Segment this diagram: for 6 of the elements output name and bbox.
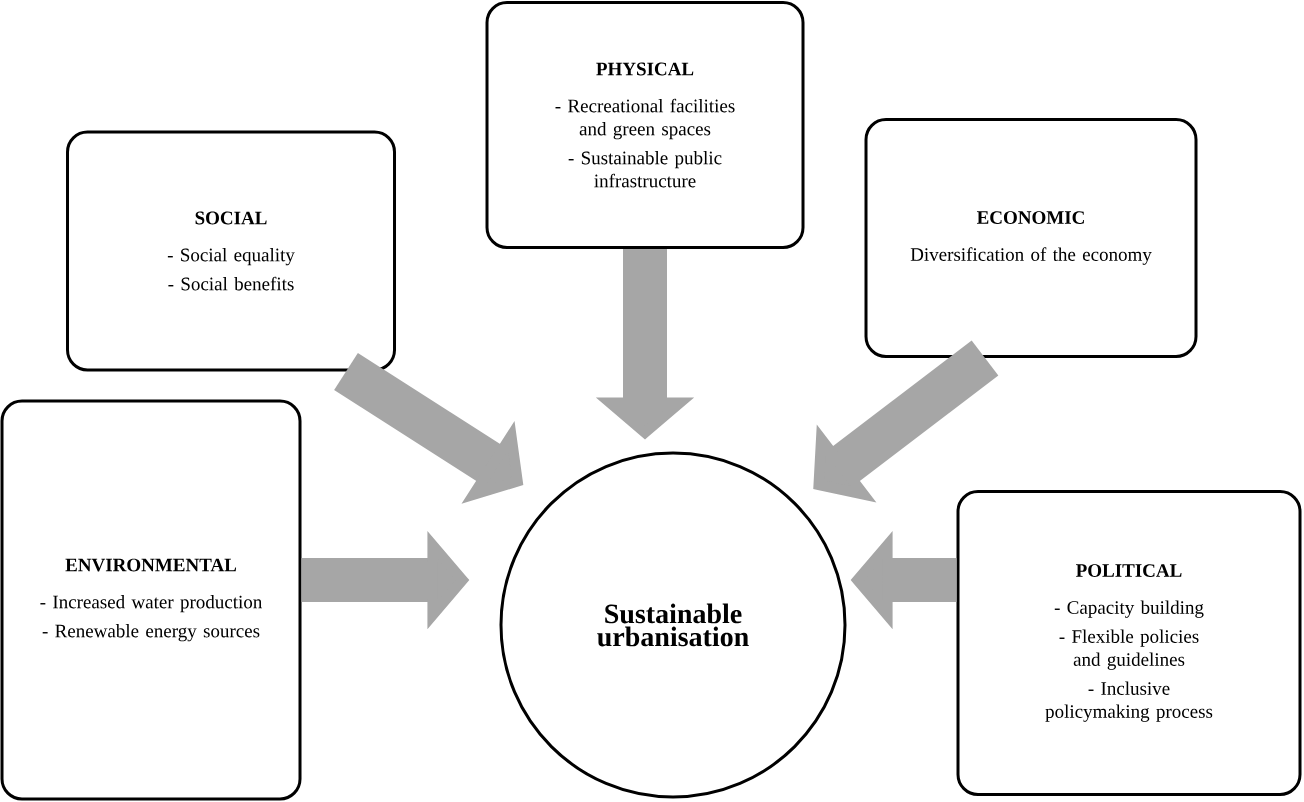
category-box: SOCIAL - Social equality - Social benefits: [66, 130, 396, 372]
category-box: POLITICAL - Capacity building - Flexible policies and guidelines - Inclusive policymaking process: [956, 490, 1302, 796]
block-arrow: [813, 340, 999, 503]
category-box: ECONOMIC Diversification of the economy: [864, 118, 1198, 358]
category-box: PHYSICAL - Recreational facilities and green spaces - Sustainable public infrastructure: [485, 1, 805, 249]
category-box: ENVIRONMENTAL - Increased water production - Renewable energy sources: [0, 399, 302, 801]
